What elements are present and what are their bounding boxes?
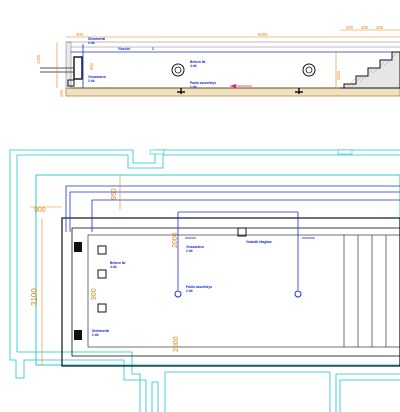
pool-outer-wall xyxy=(35,174,400,366)
floor-drain-2 xyxy=(295,88,303,94)
dim-depth-right: 3500 xyxy=(336,70,341,80)
plan-floor-drain-2 xyxy=(294,290,302,298)
plan-floor-drain-1 xyxy=(174,290,182,298)
pool-floor-slab xyxy=(65,87,400,97)
plan-label-inlet-wall: Befuvo fal xyxy=(110,261,126,265)
building-outline-bottom-4 xyxy=(164,371,331,412)
building-outline-bottom xyxy=(17,351,141,412)
dim-depth-mid: 900 xyxy=(89,62,94,70)
dim-top-left: 300 xyxy=(76,32,84,37)
pool-shell xyxy=(61,217,400,367)
pipe-route-2 xyxy=(69,191,400,232)
label-floor-drain-qty: 1 db xyxy=(190,85,197,89)
label-water-level: Vizszint xyxy=(118,47,131,51)
plan-stairs xyxy=(343,235,387,347)
plan-dim-shaft: 2000 xyxy=(172,232,179,248)
pipe-route-3 xyxy=(91,199,400,232)
dim-stair-1: 300 xyxy=(346,25,354,30)
dim-base: 200 xyxy=(59,89,64,97)
building-outline-outer xyxy=(9,149,400,379)
plan-dim-inner: 900 xyxy=(91,288,98,300)
plan-label-return-qty: 2 db xyxy=(186,249,193,253)
dim-overall: 5000 xyxy=(258,32,268,37)
plan-label-skimmer: Skimmerfal xyxy=(92,329,109,333)
plan-label-return: Visszaszivo xyxy=(186,245,204,249)
pipe-route-1 xyxy=(65,185,400,232)
pool-plan-view: 900 950 3100 900 2000 2000 Visszaszivo 2… xyxy=(9,149,400,412)
inlet-box-2 xyxy=(97,303,107,313)
window-top-right xyxy=(337,149,353,155)
skimmer-unit-bottom xyxy=(74,330,82,340)
plan-dim-top-offset: 950 xyxy=(111,188,118,200)
label-skimmer: Skimmerfal xyxy=(88,37,105,41)
plan-label-skimmer-qty: 2 db xyxy=(92,333,99,337)
pool-stairs xyxy=(340,51,400,89)
label-return: Visszaszivo xyxy=(88,75,106,79)
skimmer-housing xyxy=(73,56,83,80)
plan-dim-left-offset: 900 xyxy=(34,207,46,214)
label-floor-drain: Padlo osszefolyo xyxy=(190,81,216,85)
building-outline-bottom-5 xyxy=(335,373,400,412)
building-outline-bottom-6 xyxy=(339,379,400,412)
inlet-box-1 xyxy=(97,269,107,279)
label-inlet-wall: Befuvo fal xyxy=(190,60,206,64)
building-outline-bottom-2 xyxy=(30,359,147,412)
pipe-return-box xyxy=(67,79,75,87)
plan-label-inlet-wall-qty: 4 db xyxy=(110,265,117,269)
light-box xyxy=(237,227,247,237)
window-top-left xyxy=(149,149,165,155)
building-outline-inner xyxy=(16,154,400,352)
pool-section-view: 300 5000 300 300 300 1200 900 200 3500 S… xyxy=(36,25,400,97)
label-skimmer-qty: 2 db xyxy=(88,41,95,45)
inlet-nozzle-2 xyxy=(302,63,316,77)
return-box xyxy=(97,245,107,255)
pool-water-area xyxy=(87,234,400,348)
plan-dim-width: 3100 xyxy=(30,288,39,306)
dim-stair-2: 300 xyxy=(361,25,369,30)
label-inlet-wall-qty: 4 db xyxy=(190,64,197,68)
building-outline-bottom-3 xyxy=(151,381,159,412)
label-return-qty: 2 db xyxy=(88,79,95,83)
label-level-marker: 1 xyxy=(152,47,154,51)
pool-inner-wall xyxy=(71,227,400,357)
skimmer-unit-top xyxy=(74,242,82,252)
inlet-nozzle-1 xyxy=(171,63,185,77)
flow-arrow xyxy=(230,84,252,88)
plan-dim-bottom: 2000 xyxy=(173,336,180,352)
plan-label-floor-drain-qty: 2 db xyxy=(186,289,193,293)
dim-stair-3: 300 xyxy=(376,25,384,30)
dim-depth-left: 1200 xyxy=(36,54,41,64)
plan-label-light: Vizalatti vilagitas xyxy=(246,240,272,244)
floor-drain-1 xyxy=(177,88,185,94)
plan-label-floor-drain: Padlo osszefolyo xyxy=(186,285,212,289)
